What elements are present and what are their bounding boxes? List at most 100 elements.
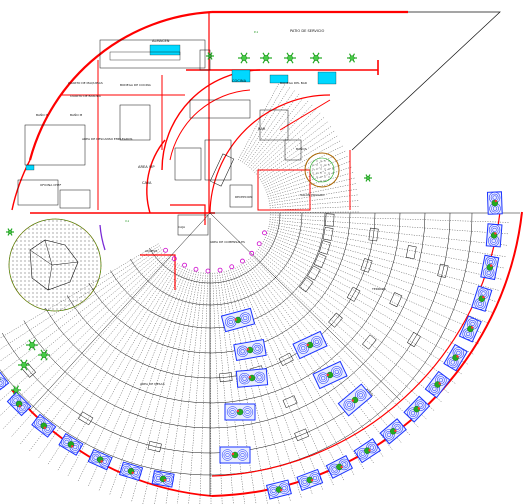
radial-line (154, 271, 199, 504)
planter (486, 191, 503, 215)
column (249, 250, 255, 256)
radial-line (254, 252, 436, 412)
planter (219, 446, 251, 464)
label-cuarto-basura: CUARTO DE BASURA (70, 94, 102, 98)
radial-line (267, 228, 500, 291)
planter (471, 285, 493, 312)
radial-line (268, 226, 503, 280)
radial-line (269, 211, 360, 213)
planter (6, 391, 32, 417)
radial-line (2, 256, 169, 430)
radial-line (269, 214, 510, 223)
radial-line (269, 188, 359, 204)
radial-line (212, 272, 223, 504)
radial-line (199, 272, 209, 504)
radial-seating-lines (0, 80, 510, 504)
door-tags: P-1 V-1 (125, 30, 258, 223)
room-labels: ALMACEN PATIO DE SERVICIO COCINA BODEGA … (36, 29, 387, 386)
tree (206, 52, 214, 60)
planter (403, 395, 431, 423)
planter (379, 418, 407, 445)
tree (310, 52, 322, 64)
table (407, 331, 421, 348)
planter (224, 403, 256, 421)
radial-line (0, 251, 164, 387)
label-oficina-chef: OFICINA CHEF (40, 183, 61, 187)
ramp (99, 224, 106, 251)
column (182, 262, 187, 268)
planter (233, 338, 267, 362)
concentric-arc (45, 212, 401, 404)
table (368, 227, 379, 242)
label-area-empleados: AREA DE DESCANSO EMPLEADOS (82, 137, 133, 141)
tag-window: V-1 (125, 219, 130, 223)
radial-line (257, 248, 450, 394)
round-garden (8, 218, 102, 312)
radial-line (269, 200, 360, 209)
almacen-storage (99, 39, 206, 69)
radial-line (259, 130, 336, 181)
radial-line (265, 234, 489, 324)
table (322, 226, 334, 241)
tree (18, 359, 30, 371)
radial-line (261, 135, 339, 183)
radial-line (261, 243, 469, 365)
planter (220, 307, 256, 333)
concentric-arc (66, 212, 376, 379)
tree (364, 174, 372, 182)
table (328, 312, 343, 328)
radial-line (19, 259, 173, 445)
tree (347, 53, 357, 63)
radial-line (109, 269, 191, 496)
cyan-blocks (25, 69, 337, 171)
planter (265, 479, 292, 500)
radial-line (120, 270, 193, 500)
concentric-arc (1, 212, 451, 454)
radial-line (225, 270, 291, 502)
radial-line (221, 271, 268, 504)
radial-line (57, 264, 180, 472)
planter (485, 223, 503, 248)
radial-line (244, 261, 384, 458)
radial-line (248, 258, 403, 444)
tree (260, 52, 272, 64)
planter (458, 315, 482, 343)
radial-line (0, 247, 162, 362)
column (240, 258, 245, 264)
table (346, 286, 361, 302)
concentric-arc (23, 212, 426, 429)
building-walls (11, 10, 408, 290)
radial-line (242, 86, 291, 163)
radial-line (269, 219, 509, 246)
column (262, 230, 267, 236)
label-area-vip: AREA VIP (138, 165, 155, 169)
radial-line (243, 89, 296, 164)
radial-line (264, 237, 485, 335)
radial-line (246, 260, 394, 451)
label-cuarto-maquinas: CUARTO DE MAQUINAS (68, 81, 103, 85)
label-cava: CAVA (142, 181, 152, 185)
radial-line (230, 269, 313, 495)
column (217, 267, 223, 273)
tree (38, 349, 50, 361)
planter (353, 438, 382, 464)
radial-line (242, 263, 375, 465)
tree (26, 339, 38, 351)
radial-line (238, 265, 355, 476)
label-bodega-bar: BODEGA DEL BAR (280, 81, 307, 85)
label-salon-privado: SALON PRIVADO (300, 193, 325, 197)
tree (11, 385, 21, 395)
radial-line (37, 262, 176, 459)
circular-fountain (304, 152, 340, 188)
table (147, 440, 162, 453)
radial-line (219, 272, 257, 504)
radial-line (269, 217, 510, 235)
radial-line (252, 107, 318, 172)
label-recepcion: RECEPCION (235, 195, 252, 199)
planter (337, 383, 373, 417)
radial-line (210, 272, 212, 504)
column (163, 247, 168, 253)
table (362, 334, 377, 350)
planter (480, 254, 500, 281)
column (256, 241, 262, 247)
